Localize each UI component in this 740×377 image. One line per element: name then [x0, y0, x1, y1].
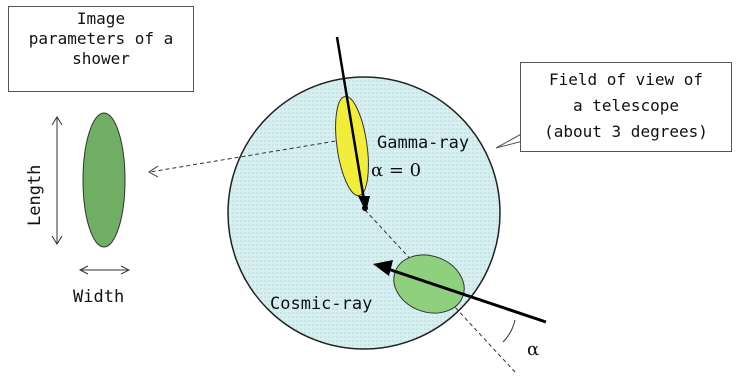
width-label: Width — [73, 287, 124, 307]
cosmic-ray-label: Cosmic-ray — [270, 294, 372, 314]
projection-arrowhead — [148, 165, 159, 178]
alpha-zero-label: α = 0 — [371, 160, 421, 181]
alpha-label: α — [527, 339, 539, 360]
image-parameters-label: Image parameters of a shower — [8, 6, 194, 92]
field-of-view-label: Field of view of a telescope (about 3 de… — [520, 62, 732, 152]
cosmic-ray-arrowhead — [373, 260, 393, 276]
shower-image-ellipse — [82, 112, 126, 248]
center-dashed-line — [364, 209, 516, 373]
gamma-ray-label: Gamma-ray — [377, 133, 469, 153]
gamma-ray-arrow — [335, 36, 366, 201]
length-label: Length — [25, 165, 45, 226]
length-arrow-top-head — [51, 116, 63, 126]
cosmic-ray-arrow — [387, 267, 547, 324]
center-point — [362, 205, 368, 211]
width-arrow-right-head — [120, 265, 131, 275]
length-arrow-bottom-head — [51, 235, 63, 245]
callout-pointer — [495, 131, 528, 149]
projection-dashed-line — [149, 139, 343, 173]
width-arrow-left-head — [78, 265, 89, 275]
alpha-angle-arc — [502, 319, 516, 343]
